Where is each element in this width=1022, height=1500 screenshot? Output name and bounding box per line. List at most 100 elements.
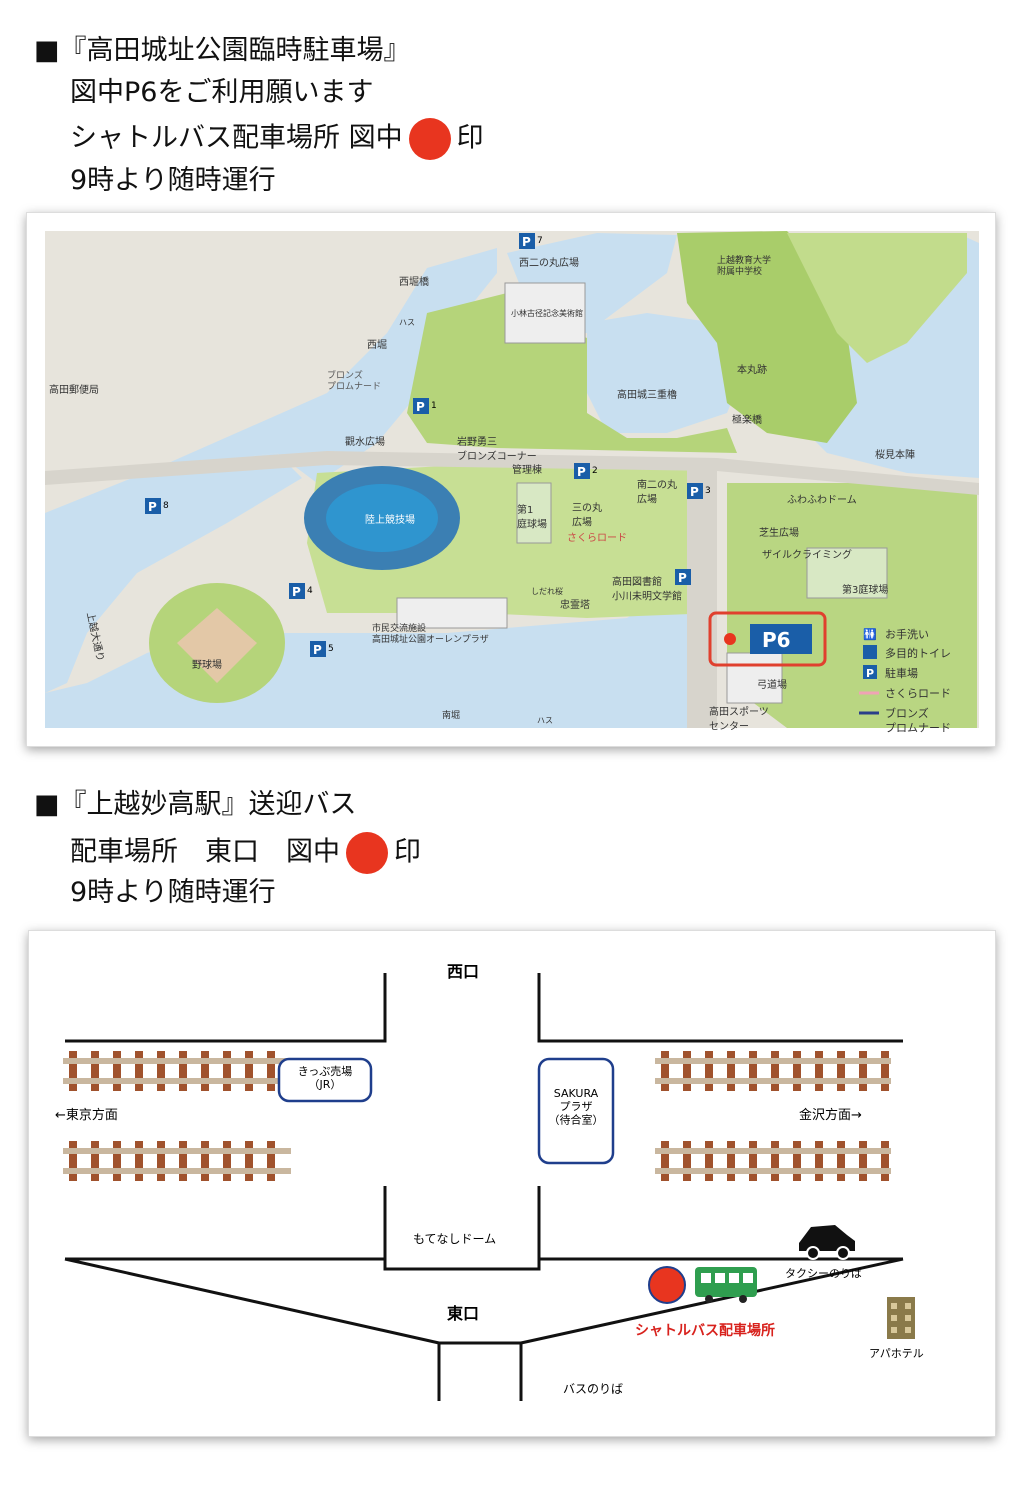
- rail-tie: [661, 1051, 669, 1091]
- rail-tie: [179, 1141, 187, 1181]
- apa-label: アパホテル: [869, 1347, 924, 1360]
- rail-line: [655, 1058, 891, 1064]
- rail-line: [63, 1058, 291, 1064]
- label-sports: 高田スポーツセンター: [709, 705, 769, 732]
- legend-sakura: さくらロード: [885, 687, 951, 700]
- label-stadium: 陸上競技場: [365, 513, 415, 526]
- label-baseball: 野球場: [192, 658, 222, 671]
- bus-label: バスのりば: [563, 1382, 623, 1396]
- shuttle-label: シャトルバス配車場所: [635, 1322, 775, 1339]
- red-dot-icon: [408, 118, 451, 160]
- rail-line: [655, 1168, 891, 1174]
- section1-line2: シャトルバス配車場所 図中 印: [70, 118, 484, 160]
- label-hasu2: ハス: [537, 716, 553, 725]
- rail-tie: [267, 1051, 275, 1091]
- svg-text:P: P: [678, 571, 687, 585]
- section2-title: ■『上越妙高駅』送迎バス: [34, 789, 357, 820]
- rail-tie: [179, 1051, 187, 1091]
- rail-tie: [815, 1141, 823, 1181]
- shuttle-dot-icon: [724, 633, 736, 645]
- rail-tie: [749, 1141, 757, 1181]
- rail-tie: [771, 1051, 779, 1091]
- rail-line: [655, 1148, 891, 1154]
- legend-multi: 多目的トイレ: [885, 646, 951, 660]
- rail-tie: [705, 1051, 713, 1091]
- label-ninomaru: 西二の丸広場: [519, 256, 579, 269]
- rail-track: [655, 1141, 891, 1181]
- section2-line1: 配車場所 東口 図中印: [70, 832, 421, 874]
- section1-line1: 図中P6をご利用願います: [70, 77, 374, 108]
- rail-tie: [881, 1141, 889, 1181]
- label-shibafu: 芝生広場: [759, 526, 799, 539]
- rail-tie: [793, 1051, 801, 1091]
- rail-tie: [245, 1051, 253, 1091]
- rail-tie: [69, 1051, 77, 1091]
- rail-tie: [245, 1141, 253, 1181]
- svg-text:4: 4: [307, 586, 313, 596]
- bus-icon: [695, 1267, 757, 1303]
- svg-text:P: P: [522, 235, 531, 249]
- rail-tie: [683, 1141, 691, 1181]
- parking-icon: [863, 665, 877, 679]
- svg-text:5: 5: [328, 644, 334, 654]
- rail-tie: [749, 1051, 757, 1091]
- rail-tie: [223, 1141, 231, 1181]
- park-map: 西堀橋 西堀 高田郵便局 觀水広場 岩野勇三ブロンズコーナー 管理棟 小林古径記…: [45, 231, 979, 734]
- west-exit-label: 西口: [447, 962, 479, 981]
- legend-bronze: ブロンズプロムナード: [885, 706, 951, 734]
- rail-tie: [91, 1141, 99, 1181]
- svg-text:P: P: [313, 643, 322, 657]
- rail-tie: [223, 1051, 231, 1091]
- label-climbing: ザイルクライミング: [762, 548, 852, 561]
- sakura-plaza-box: [537, 1057, 615, 1165]
- section2-line1-suffix: 印: [394, 836, 421, 868]
- svg-text:8: 8: [163, 501, 169, 511]
- rail-tie: [705, 1141, 713, 1181]
- ticket-booth: [277, 1057, 373, 1103]
- label-nishibori: 西堀: [367, 339, 387, 351]
- section2-line2: 9時より随時運行: [70, 877, 276, 908]
- rail-tie: [881, 1051, 889, 1091]
- label-kanri: 管理棟: [512, 463, 542, 476]
- rail-tie: [661, 1141, 669, 1181]
- tokyo-label: ←東京方面: [55, 1107, 118, 1123]
- rail-line: [63, 1168, 291, 1174]
- svg-text:2: 2: [592, 466, 598, 476]
- svg-text:P: P: [690, 485, 699, 499]
- svg-text:P: P: [577, 465, 586, 479]
- section1-line3: 9時より随時運行: [70, 165, 276, 196]
- section1-line2-text: シャトルバス配車場所 図中: [70, 122, 403, 154]
- label-nishibori-bridge: 西堀橋: [399, 275, 429, 288]
- rail-tie: [157, 1051, 165, 1091]
- label-minamibori: 南堀: [442, 709, 460, 721]
- svg-text:P: P: [148, 500, 157, 514]
- rail-tie: [727, 1141, 735, 1181]
- hotel-icon: [887, 1297, 915, 1339]
- section1-line2-suffix: 印: [456, 122, 484, 154]
- park-map-frame: 西堀橋 西堀 高田郵便局 觀水広場 岩野勇三ブロンズコーナー 管理棟 小林古径記…: [26, 212, 996, 747]
- label-dai3: 第3庭球場: [842, 583, 888, 596]
- rail-tie: [201, 1051, 209, 1091]
- label-library: 高田図書館小川未明文学館: [612, 575, 682, 602]
- svg-text:P: P: [866, 667, 874, 680]
- legend-parking: 駐車場: [885, 666, 918, 680]
- rail-tie: [91, 1051, 99, 1091]
- rail-tie: [135, 1051, 143, 1091]
- rail-tracks: [63, 1051, 891, 1181]
- east-exit-label: 東口: [447, 1304, 479, 1323]
- rail-line: [63, 1078, 291, 1084]
- label-fuwafuwa: ふわふわドーム: [787, 494, 857, 506]
- rail-tie: [683, 1051, 691, 1091]
- rail-track: [63, 1051, 291, 1091]
- toilet-icon: 🚻: [863, 628, 877, 641]
- p6-highlight: P6: [708, 611, 827, 667]
- kanazawa-label: 金沢方面→: [799, 1107, 862, 1123]
